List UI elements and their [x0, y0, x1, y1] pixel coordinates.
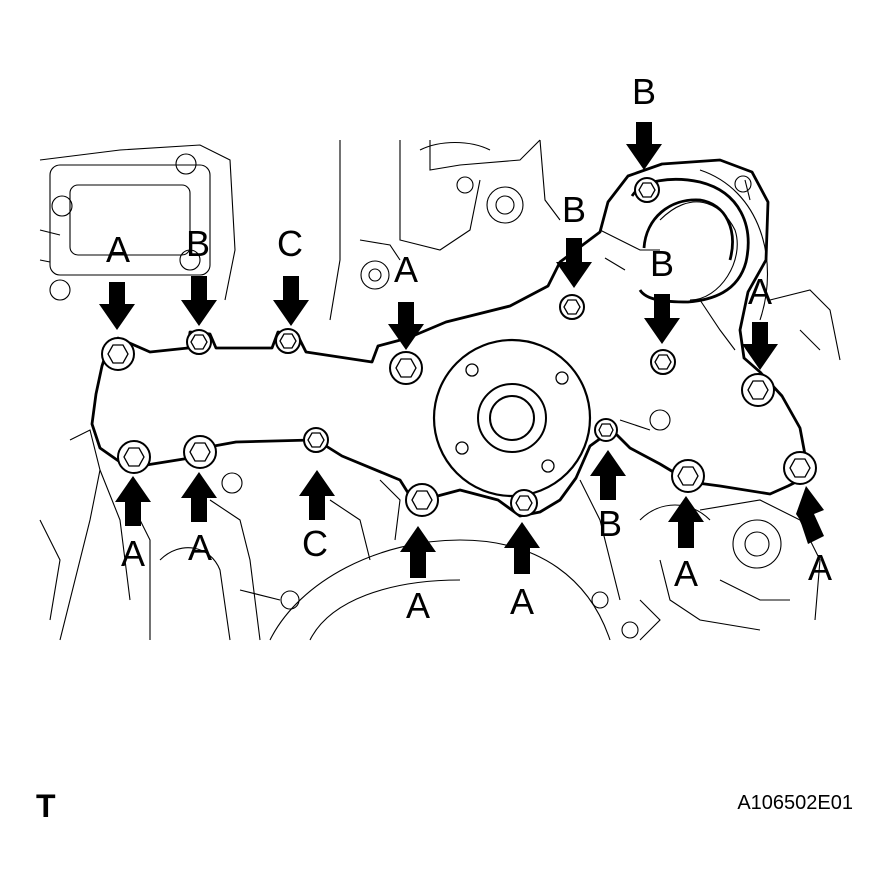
arrow-up-icon: [400, 526, 436, 578]
callout-label: B: [598, 503, 622, 544]
arrow-up-icon: [590, 450, 626, 500]
bolt-icon: [183, 435, 217, 469]
callout-label: A: [106, 229, 130, 270]
callout-label: A: [406, 585, 430, 626]
callout-labels: A B C A B B B A A A C A A B A A: [106, 71, 832, 626]
callout-label: B: [562, 189, 586, 230]
bolt-icon: [650, 349, 676, 375]
callout-label: B: [632, 71, 656, 112]
bolt-icon: [275, 328, 301, 354]
bolt-icon: [389, 351, 423, 385]
bolt-icon: [671, 459, 705, 493]
arrow-up-icon: [668, 496, 704, 548]
bolt-icon: [186, 329, 212, 355]
arrow-up-icon: [796, 486, 824, 544]
corner-mark: T: [36, 788, 56, 824]
callout-label: A: [121, 533, 145, 574]
bolt-icon: [405, 483, 439, 517]
callout-label: C: [277, 223, 303, 264]
callout-label: A: [510, 581, 534, 622]
bolt-icon: [559, 294, 585, 320]
bolt-icon: [117, 440, 151, 474]
callout-label: B: [650, 243, 674, 284]
arrow-down-icon: [99, 282, 135, 330]
bolt-icon: [510, 489, 538, 517]
arrow-down-icon: [644, 294, 680, 344]
arrow-down-icon: [273, 276, 309, 326]
callout-label: A: [394, 249, 418, 290]
water-pump-pulley: [432, 338, 592, 498]
arrow-down-icon: [181, 276, 217, 326]
bolt-icon: [594, 418, 618, 442]
callout-label: C: [302, 523, 328, 564]
bolt-icon: [741, 373, 775, 407]
callout-label: A: [808, 547, 832, 588]
arrow-up-icon: [181, 472, 217, 522]
bolt-icon: [101, 337, 135, 371]
bolts: [101, 177, 817, 517]
figure-id: A106502E01: [737, 792, 853, 814]
arrow-up-icon: [115, 476, 151, 526]
bolt-icon: [634, 177, 660, 203]
bolt-icon: [783, 451, 817, 485]
arrow-up-icon: [504, 522, 540, 574]
arrow-down-icon: [556, 238, 592, 288]
arrow-down-icon: [626, 122, 662, 170]
engine-background-linework: [39, 139, 841, 641]
arrow-down-icon: [388, 302, 424, 350]
callout-label: A: [188, 527, 212, 568]
arrow-up-icon: [299, 470, 335, 520]
bolt-icon: [303, 427, 329, 453]
callout-arrows: [99, 122, 824, 578]
arrow-down-icon: [742, 322, 778, 370]
callout-label: B: [186, 223, 210, 264]
callout-label: A: [748, 271, 772, 312]
callout-label: A: [674, 553, 698, 594]
